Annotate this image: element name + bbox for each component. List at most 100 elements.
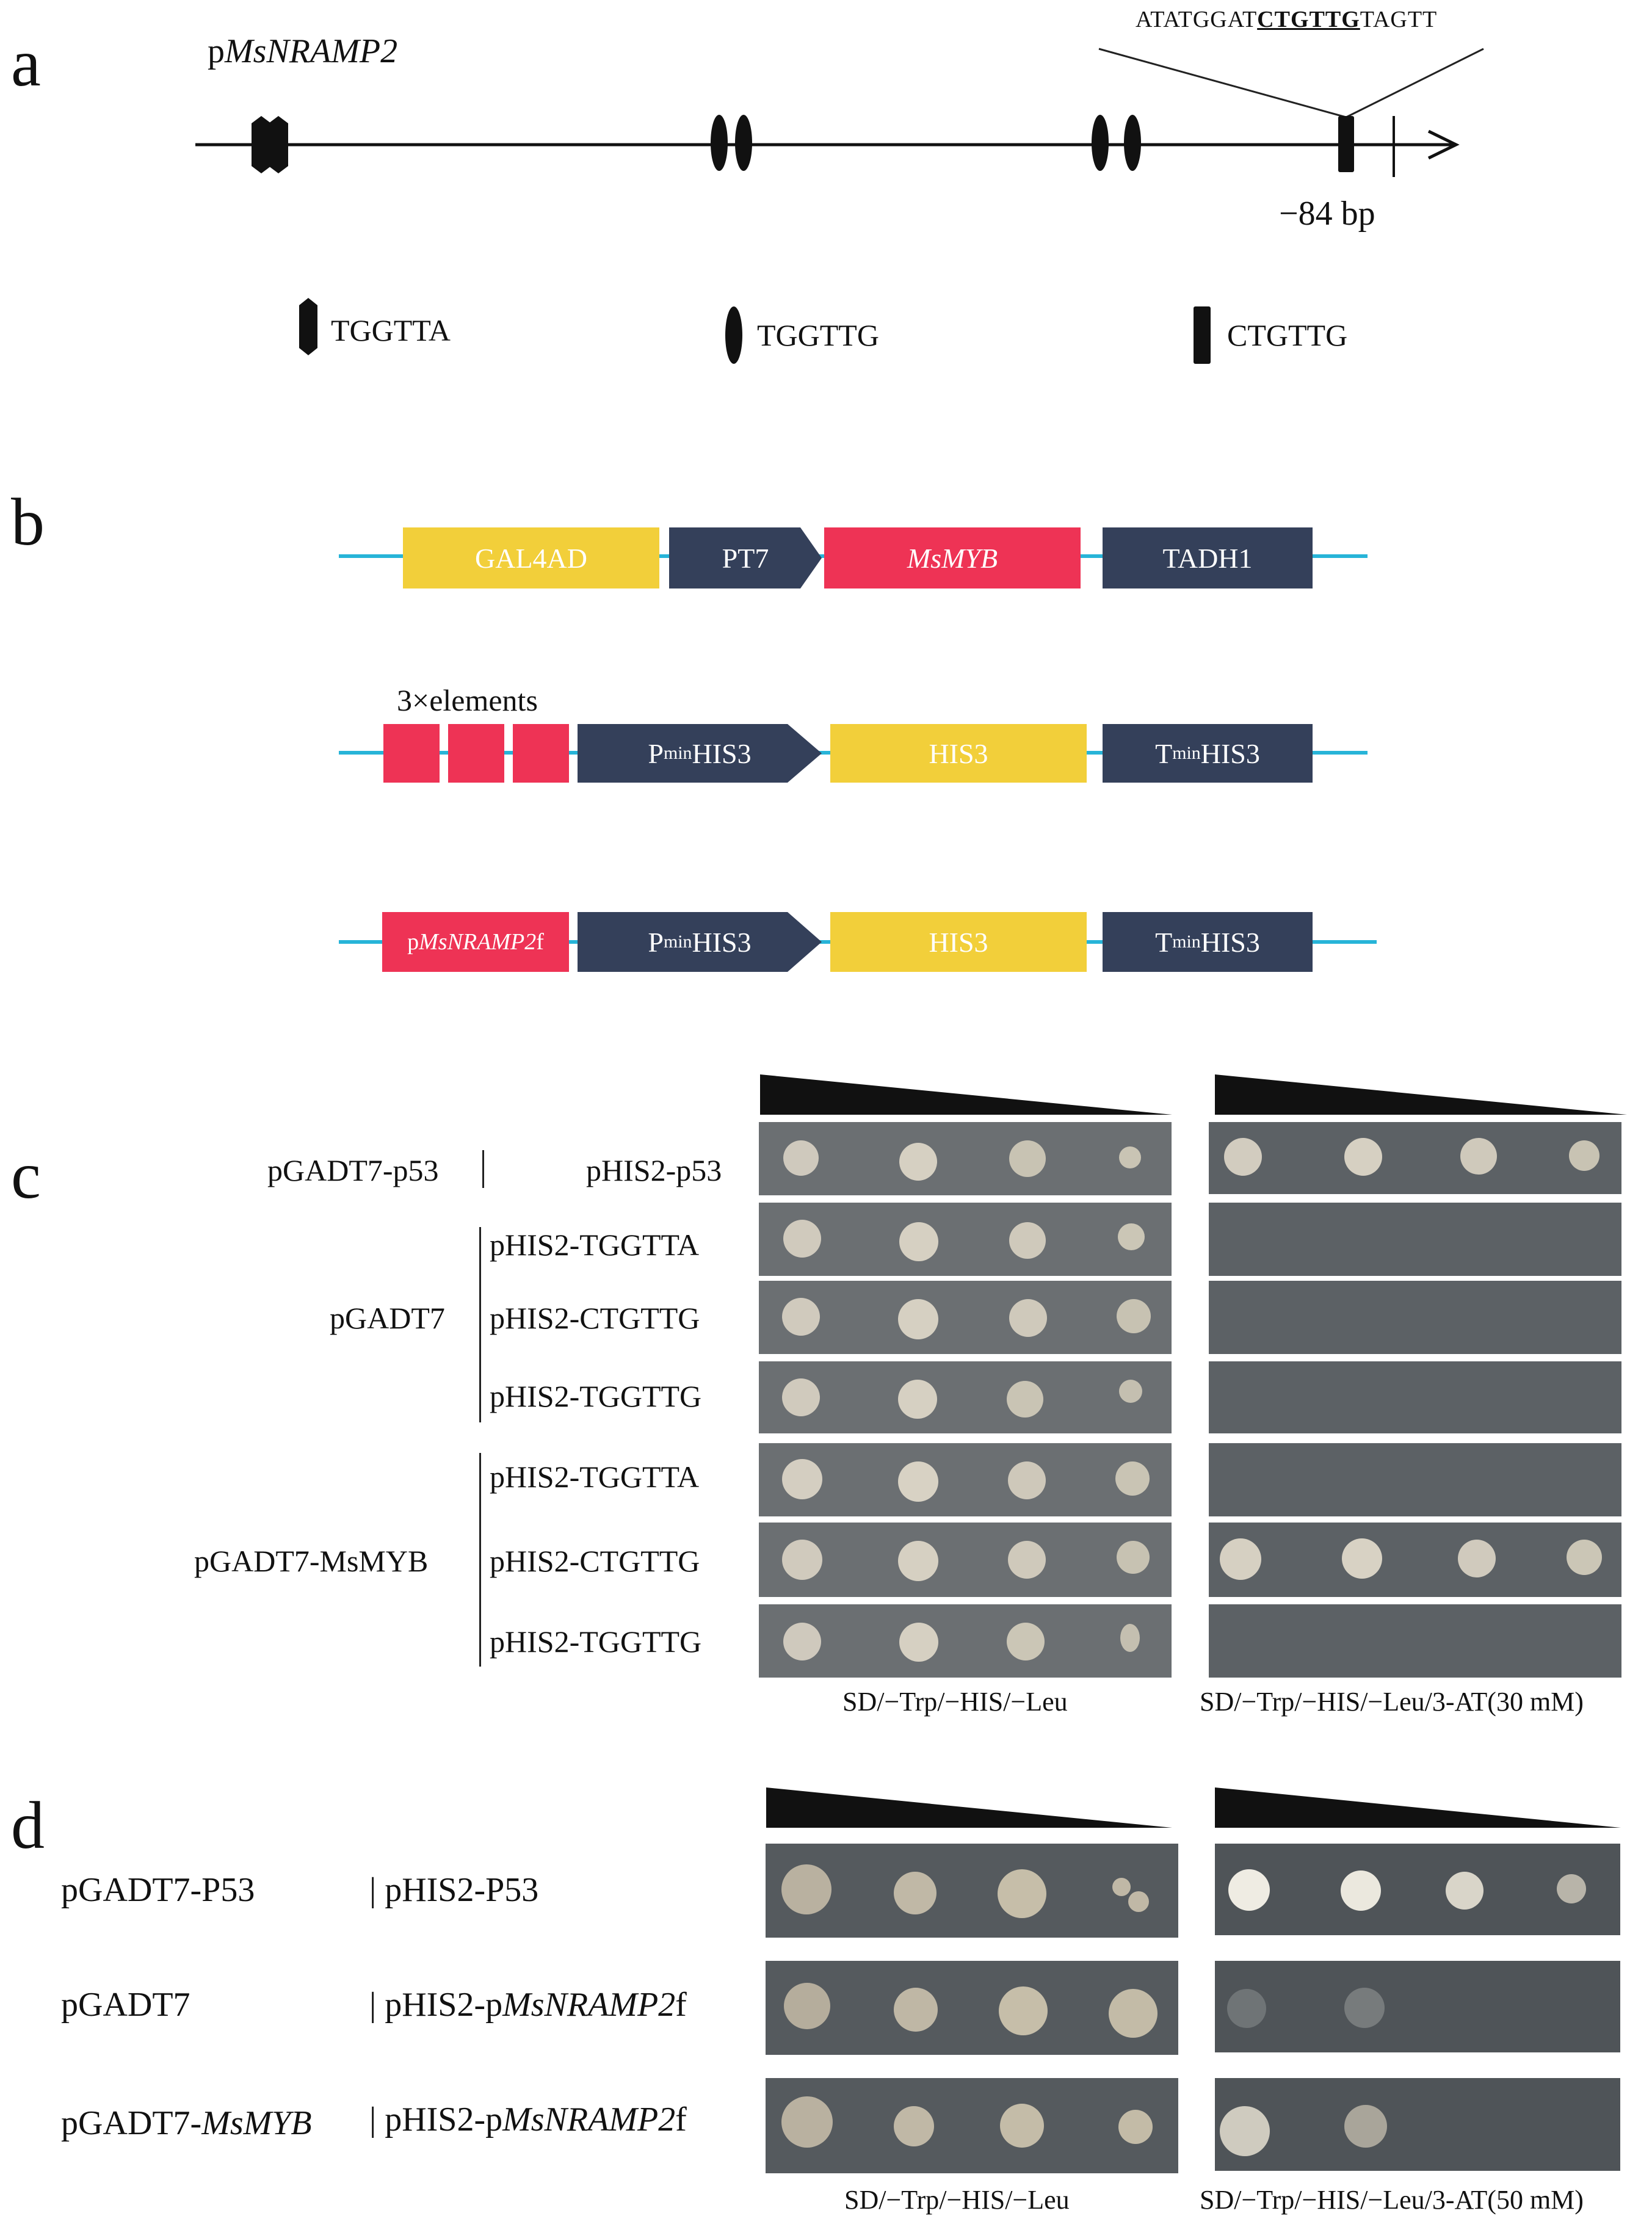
colony: [1118, 2110, 1153, 2144]
dilution-wedge-right: [1215, 1074, 1627, 1115]
colony: [1115, 1461, 1150, 1496]
colony: [1228, 1869, 1270, 1911]
c-row4-right-label: pHIS2-TGGTTG: [490, 1379, 702, 1413]
colony: [782, 1540, 822, 1580]
d-row1-left-label: pGADT7-P53: [61, 1871, 255, 1909]
colony: [894, 1988, 938, 2032]
colony: [1460, 1138, 1497, 1175]
tmin-tail: HIS3: [1200, 737, 1260, 769]
c-plate-right-row3: [1209, 1281, 1621, 1354]
colony: [1120, 1624, 1140, 1652]
colony: [1008, 1461, 1046, 1499]
colony: [1344, 2105, 1387, 2148]
legend-ctgttg-label: CTGTTG: [1227, 318, 1348, 352]
d-row2-right-suffix: f: [675, 1986, 687, 2024]
c-row3-right-label: pHIS2-CTGTTG: [490, 1301, 700, 1335]
d-row2-right-italic: MsNRAMP2: [502, 1986, 676, 2024]
c-group2-left-label: pGADT7: [330, 1301, 445, 1335]
tmin-sub: min: [1172, 743, 1201, 763]
c-group3-left-label: pGADT7-MsMYB: [194, 1544, 429, 1578]
d-row3-left-label: pGADT7-MsMYB: [61, 2104, 312, 2143]
legend-tggtta-label: TGGTTA: [331, 313, 451, 347]
c-row1-separator: [482, 1150, 484, 1188]
colony: [1220, 1538, 1261, 1580]
c-plate-left-row2: [759, 1203, 1172, 1276]
legend-ctgttg-shape: [1194, 306, 1211, 364]
colony: [784, 1983, 830, 2029]
tmin-main: T: [1155, 926, 1173, 958]
element-box-2: [448, 724, 504, 783]
tggtta-element: [252, 116, 271, 173]
d-row3-right-label: | pHIS2-pMsNRAMP2f: [369, 2100, 687, 2139]
c-plate-right-row2: [1209, 1203, 1621, 1276]
element-box-3: [513, 724, 569, 783]
colony: [899, 1143, 937, 1181]
c-caption-left: SD/−Trp/−HIS/−Leu: [842, 1687, 1068, 1717]
legend-tggtta-shape: [299, 298, 317, 355]
c-row7-right-label: pHIS2-TGGTTG: [490, 1624, 702, 1659]
colony: [782, 1378, 820, 1416]
tmin-main: T: [1155, 737, 1173, 769]
c-plate-right-row4: [1209, 1361, 1621, 1433]
colony: [1341, 1870, 1381, 1911]
colony: [1009, 1222, 1046, 1259]
d-row3-left-italic: MsMYB: [201, 2104, 312, 2142]
tmin-sub: min: [1172, 932, 1201, 952]
d-row3-right-prefix: | pHIS2-p: [369, 2101, 503, 2138]
pmsnramp2f-name: MsNRAMP2: [419, 929, 537, 955]
colony: [898, 1541, 938, 1581]
colony: [1009, 1299, 1047, 1337]
c-row5-right-label: pHIS2-TGGTTA: [490, 1460, 700, 1494]
colony: [1567, 1540, 1602, 1575]
panel-a-letter: a: [11, 26, 41, 100]
zoom-line-right: [1346, 48, 1484, 118]
tggtta-element: [269, 116, 288, 173]
colony: [1569, 1140, 1599, 1171]
colony: [1224, 1138, 1262, 1176]
d-caption-left: SD/−Trp/−HIS/−Leu: [844, 2185, 1070, 2215]
c-plate-right-row5: [1209, 1443, 1621, 1516]
d-row2-left-label: pGADT7: [61, 1986, 190, 2024]
promoter-title-name: MsNRAMP2: [225, 32, 398, 70]
colony: [1007, 1381, 1043, 1418]
pmin-tail: HIS3: [692, 926, 752, 958]
d-row2-right-label: | pHIS2-pMsNRAMP2f: [369, 1985, 687, 2024]
tggttg-element: [711, 115, 728, 171]
his3-box: HIS3: [830, 724, 1087, 783]
colony: [1000, 2104, 1044, 2148]
colony: [894, 2106, 934, 2146]
d-row3-right-italic: MsNRAMP2: [502, 2101, 676, 2138]
colony: [999, 1986, 1048, 2035]
gal4ad-box: GAL4AD: [403, 527, 659, 588]
position-label: −84 bp: [1279, 195, 1375, 233]
colony: [1344, 1138, 1382, 1176]
tggttg-element: [735, 115, 752, 171]
c-plate-left-row4: [759, 1361, 1172, 1433]
c-row6-right-label: pHIS2-CTGTTG: [490, 1544, 700, 1578]
pmsnramp2f-prefix: p: [407, 929, 419, 955]
colony: [1458, 1540, 1496, 1577]
colony: [1557, 1874, 1586, 1903]
msmyb-box: MsMYB: [824, 527, 1081, 588]
colony: [1117, 1541, 1150, 1574]
pmin-main: P: [648, 926, 664, 958]
colony: [1112, 1878, 1131, 1896]
c-plate-right-row1: [1209, 1122, 1621, 1194]
pmsnramp2f-suffix: f: [536, 929, 544, 955]
d-row3-right-suffix: f: [675, 2101, 687, 2138]
colony: [783, 1140, 819, 1176]
d-plate-left-row3: [766, 2078, 1178, 2173]
dilution-wedge-left: [760, 1074, 1172, 1115]
c-plate-right-row6: [1209, 1523, 1621, 1597]
c-row1-right-label: pHIS2-p53: [586, 1153, 722, 1187]
sequence-core: CTGTTG: [1257, 7, 1360, 32]
promoter-title: pMsNRAMP2: [208, 32, 397, 71]
pmin-sub: min: [663, 743, 692, 763]
ctgttg-element: [1338, 116, 1354, 172]
pmin-main: P: [648, 737, 664, 769]
sequence-pre: ATATGGAT: [1136, 7, 1258, 32]
c-plate-right-row7: [1209, 1604, 1621, 1678]
